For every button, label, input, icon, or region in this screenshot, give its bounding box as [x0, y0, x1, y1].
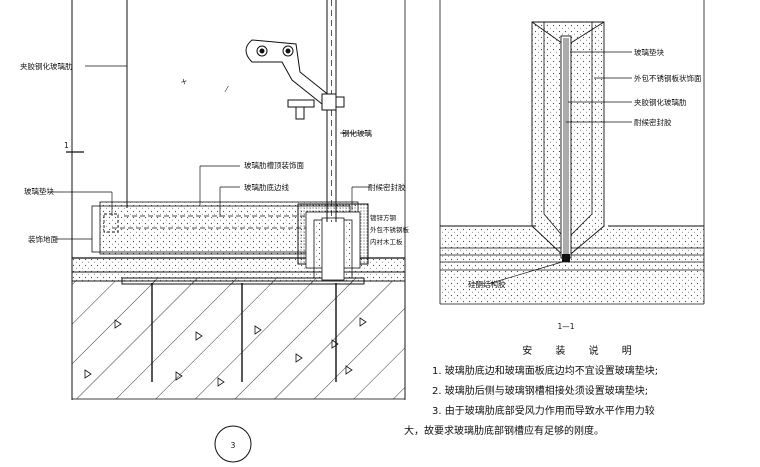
- left-elevation-detail: × ⁄: [20, 0, 410, 463]
- concrete-slab: [71, 280, 406, 400]
- spider-bracket: [245, 39, 345, 120]
- note-item-2: 2. 玻璃肋后侧与玻璃钢槽相接处须设置玻璃垫块;: [432, 386, 649, 397]
- label-tempered-glass: 钢化玻璃: [342, 128, 372, 138]
- label-fin-bottom-edge: 玻璃肋底边线: [244, 182, 289, 192]
- label-glass-pad-right: 玻璃垫块: [634, 47, 664, 57]
- label-weather-sealant-left: 耐候密封胶: [368, 182, 406, 192]
- detail-number-circle: [214, 425, 252, 463]
- label-clip-glass-fin: 夹胶钢化玻璃肋: [20, 61, 73, 71]
- label-galvanized-steel: 镀锌方钢: [370, 213, 397, 222]
- label-weather-sealant-right: 耐候密封胶: [634, 117, 672, 127]
- installation-notes: 安 装 说 明 1. 玻璃肋底边和玻璃面板底边均不宜设置玻璃垫块; 2. 玻璃肋…: [404, 342, 752, 442]
- svg-text:×: ×: [179, 76, 189, 87]
- section-mark: 1: [64, 141, 69, 150]
- section-title: 1—1: [557, 322, 574, 331]
- section-1-1-detail: 玻璃垫块 外包不锈钢板状饰面 夹胶钢化玻璃肋 耐候密封胶 硅酮结构胶 1—1: [439, 0, 705, 331]
- notes-title: 安 装 说 明: [522, 346, 642, 357]
- label-glass-pad-left: 玻璃垫块: [24, 186, 54, 196]
- label-clip-glass-fin-right: 夹胶钢化玻璃肋: [634, 97, 687, 107]
- note-item-1: 1. 玻璃肋底边和玻璃面板底边均不宜设置玻璃垫块;: [432, 366, 659, 377]
- steel-channel: [297, 203, 369, 281]
- detail-number: 3: [231, 441, 236, 450]
- label-stainless-wrap: 外包不锈钢板: [370, 225, 410, 234]
- note-item-3-continued: 大，故要求玻璃肋底部钢槽应有足够的刚度。: [404, 426, 604, 437]
- label-finish-floor: 装饰地面: [28, 234, 58, 244]
- label-fin-groove-top: 玻璃肋槽顶装饰面: [244, 160, 304, 170]
- tempered-glass-panel: [326, 0, 337, 222]
- svg-text:⁄: ⁄: [224, 85, 229, 94]
- label-stainless-finish: 外包不锈钢板状饰面: [634, 73, 702, 83]
- label-structural-sealant: 硅酮结构胶: [468, 279, 506, 289]
- label-wood-lining: 内衬木工板: [370, 237, 403, 246]
- note-item-3: 3. 由于玻璃肋底部受风力作用而导致水平作用力较: [432, 406, 655, 417]
